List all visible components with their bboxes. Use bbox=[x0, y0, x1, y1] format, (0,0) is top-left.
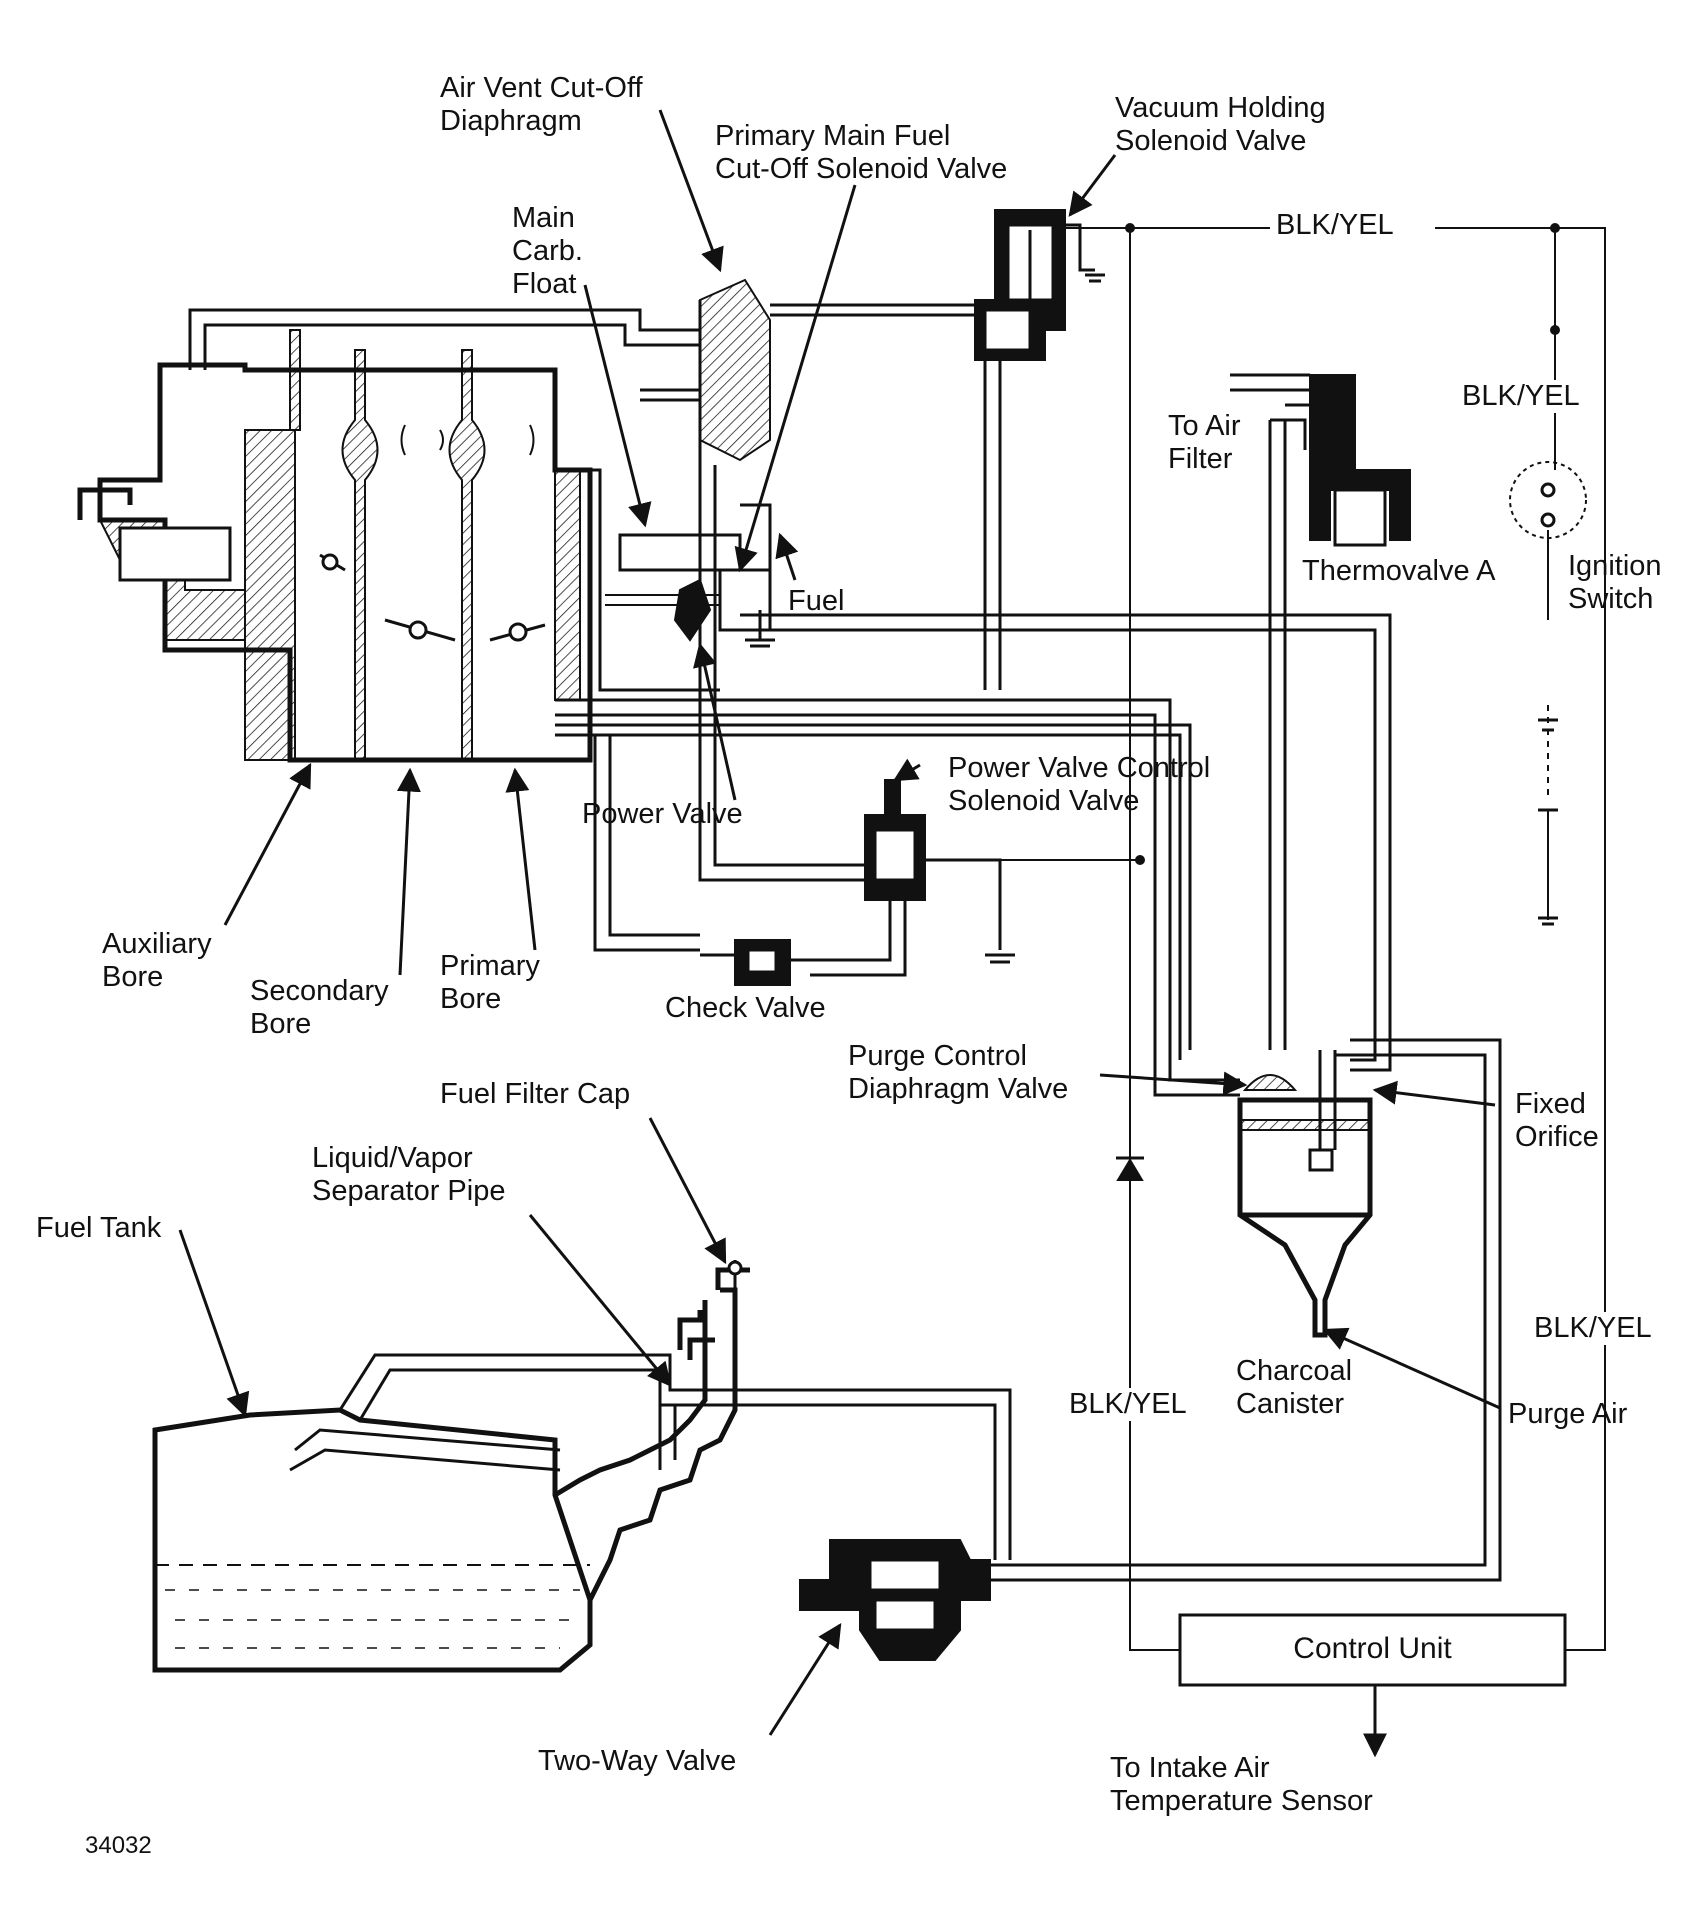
label-liquid-vapor-separator-pipe: Liquid/Vapor Separator Pipe bbox=[312, 1142, 505, 1208]
label-fixed-orifice: Fixed Orifice bbox=[1515, 1088, 1599, 1154]
label-ignition-switch: Ignition Switch bbox=[1568, 550, 1662, 616]
label-line: Vacuum Holding bbox=[1115, 92, 1326, 124]
wire-label-right-lower: BLK/YEL bbox=[1530, 1312, 1656, 1345]
label-line: Fuel bbox=[788, 585, 845, 617]
charcoal-canister bbox=[980, 1038, 1502, 1582]
label-line: Secondary bbox=[250, 975, 389, 1007]
label-line: Carb. bbox=[512, 235, 583, 267]
label-line: Temperature Sensor bbox=[1110, 1785, 1373, 1817]
label-line: Fuel Tank bbox=[36, 1212, 162, 1244]
label-line: Two-Way Valve bbox=[538, 1745, 737, 1777]
control-unit-box bbox=[1178, 1613, 1567, 1758]
label-line: Separator Pipe bbox=[312, 1175, 506, 1207]
label-primary-bore: Primary Bore bbox=[440, 950, 540, 1016]
label-line: Solenoid Valve bbox=[1115, 125, 1307, 157]
vacuum-holding-solenoid-valve bbox=[770, 209, 1105, 690]
label-line: Power Valve Control bbox=[948, 752, 1211, 784]
power-valve-control-solenoid bbox=[810, 779, 1015, 977]
label-line: Fixed bbox=[1515, 1088, 1586, 1120]
label-check-valve: Check Valve bbox=[665, 992, 826, 1025]
label-to-intake-air-temp-sensor: To Intake Air Temperature Sensor bbox=[1110, 1752, 1373, 1818]
label-line: Purge Air bbox=[1508, 1398, 1628, 1430]
wire-label-top: BLK/YEL bbox=[1272, 209, 1398, 242]
label-line: Ignition bbox=[1568, 550, 1662, 582]
label-line: To Air bbox=[1168, 410, 1241, 442]
label-main-carb-float: Main Carb. Float bbox=[512, 202, 583, 301]
label-line: Check Valve bbox=[665, 992, 826, 1024]
label-charcoal-canister: Charcoal Canister bbox=[1236, 1355, 1352, 1421]
purge-pipes bbox=[555, 465, 1392, 1097]
label-fuel-filter-cap: Fuel Filter Cap bbox=[440, 1078, 630, 1111]
label-thermovalve-a: Thermovalve A bbox=[1302, 555, 1495, 588]
label-line: Solenoid Valve bbox=[948, 785, 1140, 817]
leader-arrows bbox=[178, 109, 1501, 1736]
label-fuel: Fuel bbox=[788, 585, 844, 618]
label-line: Liquid/Vapor bbox=[312, 1142, 473, 1174]
label-line: Diaphragm Valve bbox=[848, 1073, 1069, 1105]
label-line: Canister bbox=[1236, 1388, 1344, 1420]
wire-label-right-upper: BLK/YEL bbox=[1458, 380, 1584, 413]
label-purge-control-diaphragm-valve: Purge Control Diaphragm Valve bbox=[848, 1040, 1068, 1106]
label-line: Purge Control bbox=[848, 1040, 1027, 1072]
label-line: Thermovalve A bbox=[1302, 555, 1496, 587]
label-two-way-valve: Two-Way Valve bbox=[538, 1745, 736, 1778]
label-line: Auxiliary bbox=[102, 928, 212, 960]
wiring bbox=[940, 223, 1606, 1651]
label-purge-air: Purge Air bbox=[1508, 1398, 1627, 1431]
label-line: Fuel Filter Cap bbox=[440, 1078, 631, 1110]
figure-number: 34032 bbox=[85, 1832, 152, 1859]
label-line: Charcoal bbox=[1236, 1355, 1353, 1387]
two-way-valve bbox=[799, 1539, 991, 1661]
check-valve bbox=[700, 939, 810, 986]
label-line: Bore bbox=[440, 983, 502, 1015]
label-fuel-tank: Fuel Tank bbox=[36, 1212, 161, 1245]
label-vacuum-holding-solenoid-valve: Vacuum Holding Solenoid Valve bbox=[1115, 92, 1326, 158]
thermovalve-a bbox=[1230, 373, 1411, 1050]
label-to-air-filter: To Air Filter bbox=[1168, 410, 1241, 476]
label-secondary-bore: Secondary Bore bbox=[250, 975, 389, 1041]
control-unit-label: Control Unit bbox=[1293, 1632, 1452, 1665]
carburetor bbox=[77, 278, 775, 763]
label-auxiliary-bore: Auxiliary Bore bbox=[102, 928, 212, 994]
label-line: Cut-Off Solenoid Valve bbox=[715, 153, 1008, 185]
label-power-valve: Power Valve bbox=[582, 798, 743, 831]
label-line: Float bbox=[512, 268, 577, 300]
label-line: Power Valve bbox=[582, 798, 743, 830]
label-line: Bore bbox=[102, 961, 164, 993]
label-line: Air Vent Cut-Off bbox=[440, 72, 643, 104]
label-line: Primary Main Fuel bbox=[715, 120, 951, 152]
label-line: To Intake Air bbox=[1110, 1752, 1270, 1784]
label-power-valve-control-solenoid: Power Valve Control Solenoid Valve bbox=[948, 752, 1210, 818]
label-air-vent-cutoff-diaphragm: Air Vent Cut-Off Diaphragm bbox=[440, 72, 643, 138]
label-line: Bore bbox=[250, 1008, 312, 1040]
label-line: Switch bbox=[1568, 583, 1654, 615]
label-line: Primary bbox=[440, 950, 540, 982]
label-line: Diaphragm bbox=[440, 105, 582, 137]
label-line: Orifice bbox=[1515, 1121, 1599, 1153]
label-line: Filter bbox=[1168, 443, 1233, 475]
wire-label-middle: BLK/YEL bbox=[1065, 1388, 1191, 1421]
label-primary-main-fuel-valve: Primary Main Fuel Cut-Off Solenoid Valve bbox=[715, 120, 1007, 186]
label-line: Main bbox=[512, 202, 575, 234]
